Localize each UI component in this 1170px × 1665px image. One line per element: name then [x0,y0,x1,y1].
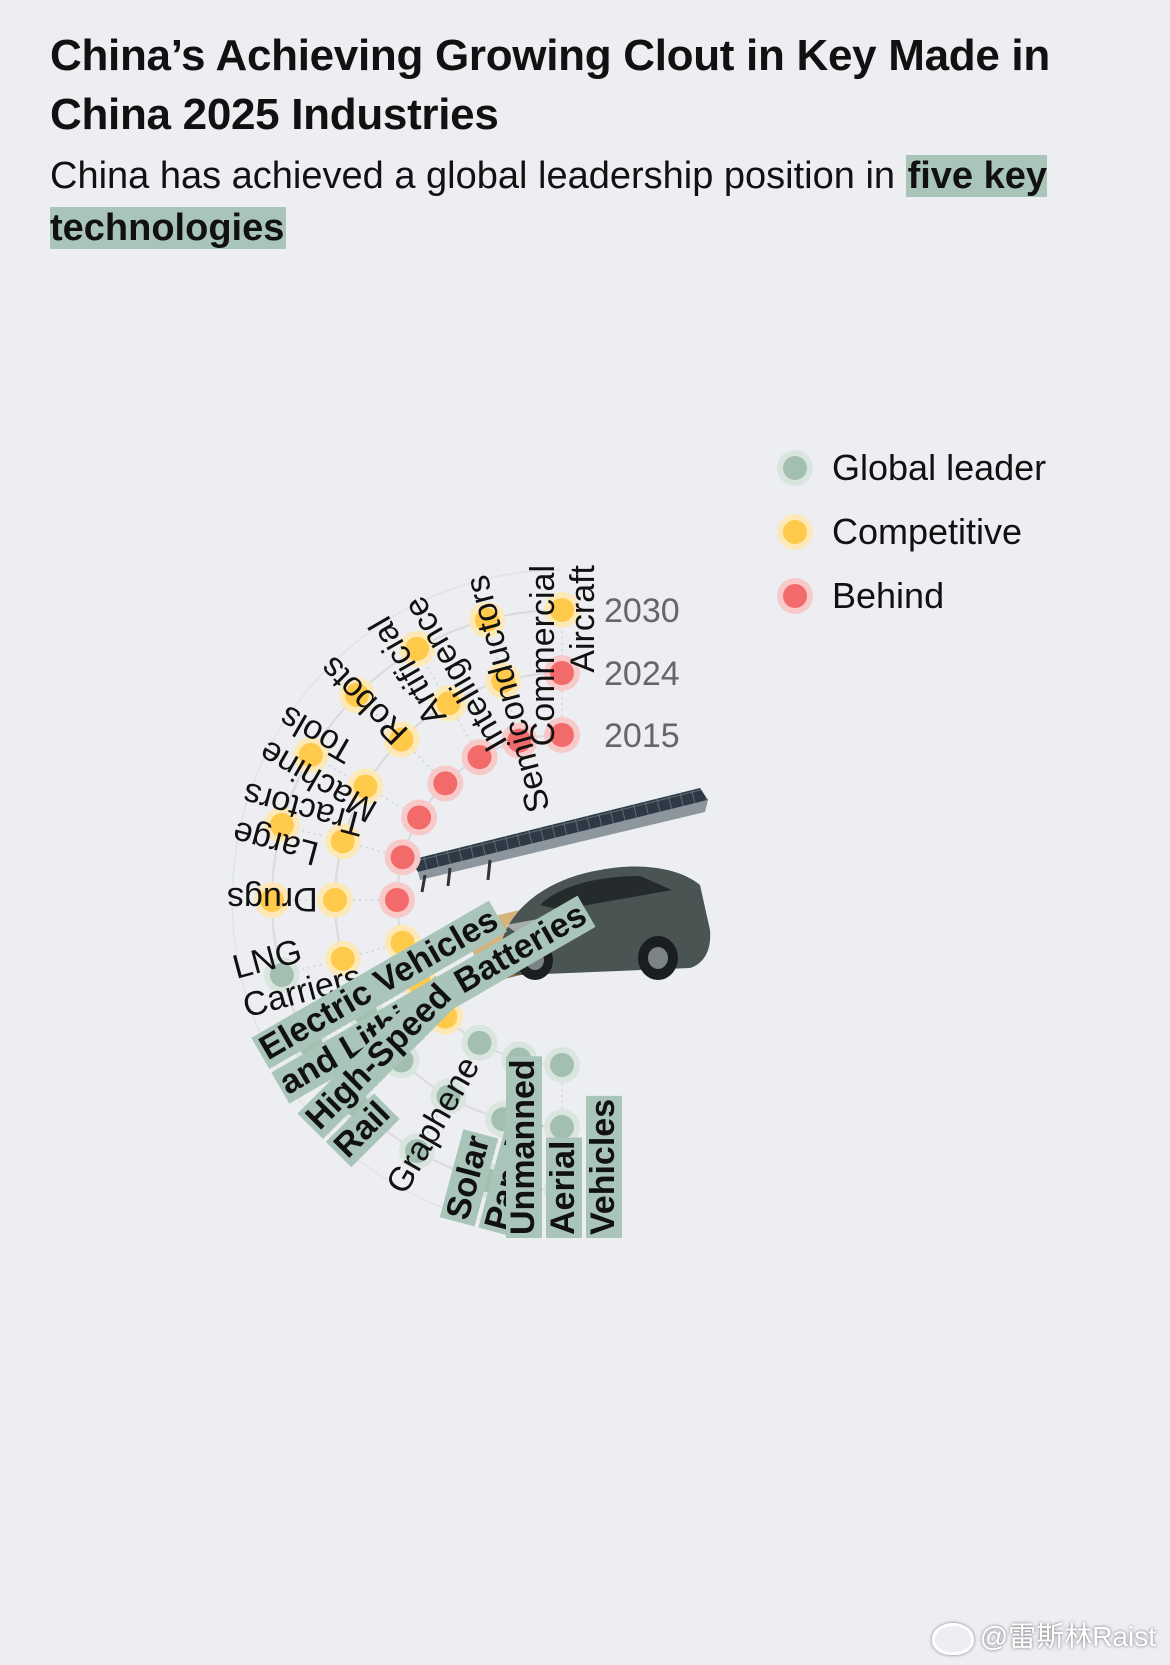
industry-label-line: Aerial [544,1141,582,1236]
subtitle-text: China has achieved a global leadership p… [50,155,906,197]
label-highlight [586,1095,622,1238]
data-dot [436,691,461,716]
data-dot [467,1030,492,1055]
data-dot [407,805,432,830]
data-dot [405,1139,429,1164]
legend-label: Global leader [832,447,1046,488]
data-dot [436,1084,461,1109]
data-dot [433,771,458,796]
data-dot [467,745,492,770]
label-highlight [506,1056,542,1238]
label-highlight [325,1093,400,1168]
label-highlight [251,900,507,1069]
ring-year-label: 2030 [604,592,680,630]
ring-outer [231,569,563,1231]
data-dot [260,888,284,912]
data-dot [269,812,294,837]
legend-label: Competitive [832,511,1022,552]
watermark-text: @雷斯林Raist [979,1621,1156,1652]
label-highlight [297,975,461,1140]
industry-label: Drugs [227,880,318,918]
data-dot [323,888,347,912]
industry-label-line: Aircraft [564,564,602,672]
data-dot [344,682,369,707]
data-dot [491,668,516,693]
data-dot [550,723,574,747]
watermark: @雷斯林Raist [931,1615,1156,1655]
data-dot [389,727,414,752]
data-dot [385,888,409,912]
legend-label: Behind [832,575,944,616]
ring-year-label: 2015 [604,717,680,755]
data-dot [390,845,415,870]
data-dot [550,598,574,622]
data-dot [550,1115,574,1139]
data-dot [405,636,429,661]
data-dot [550,661,574,685]
industry-label-line: Commercial [524,565,562,746]
data-dot [298,743,323,767]
data-dot [353,774,378,799]
legend-swatch [783,584,807,608]
data-dot [507,728,532,753]
weibo-icon [931,1622,974,1655]
industry-label-line: Vehicles [584,1099,622,1235]
data-dot [269,963,294,988]
legend-swatch [783,456,807,480]
chart-subtitle: China has achieved a global leadership p… [50,150,1130,254]
label-highlight [439,1129,499,1227]
data-dot [550,1053,574,1077]
ring-year-label: 2024 [604,655,680,693]
label-highlight [546,1137,582,1238]
industry-label-line: Drugs [227,880,318,918]
industry-label-line: Unmanned [504,1059,542,1235]
data-dot [474,607,499,632]
data-dot [330,829,355,854]
legend-swatch [783,520,807,544]
chart-title: China’s Achieving Growing Clout in Key M… [50,31,1050,139]
data-dot [330,946,355,971]
